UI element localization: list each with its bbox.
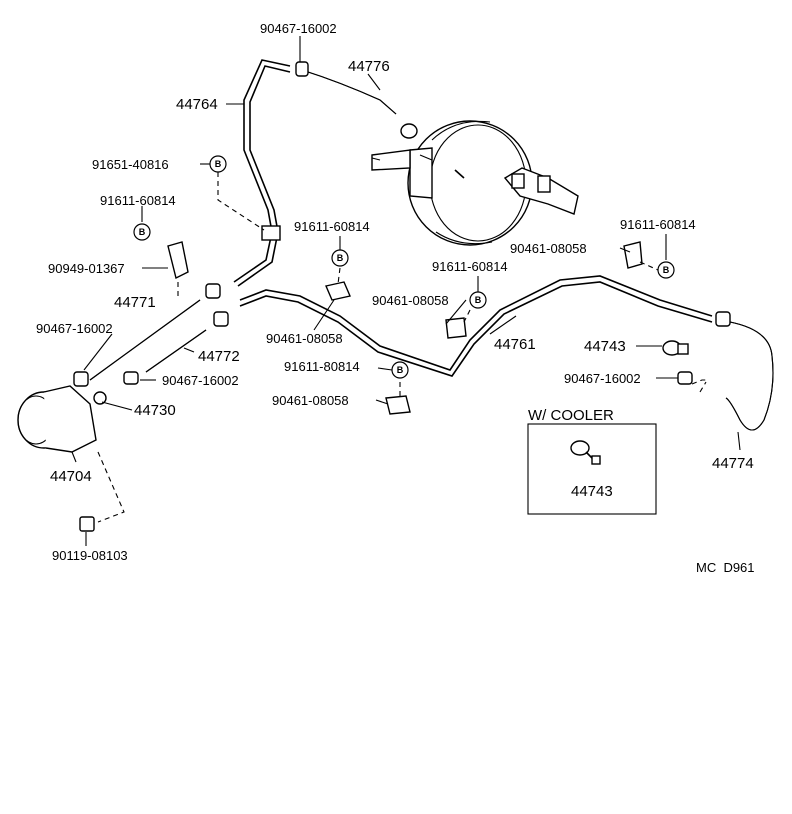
label-91611-60814-b: 91611-60814: [294, 219, 370, 234]
clips-90461-08058: [325, 241, 643, 415]
bolt-90119-08103: [79, 516, 95, 532]
label-90461-08058-b: 90461-08058: [372, 293, 449, 308]
cooler-inset: W/ COOLER 44743: [527, 407, 657, 515]
label-90119-08103: 90119-08103: [52, 548, 128, 563]
svg-text:B: B: [215, 159, 222, 169]
svg-text:B: B: [337, 253, 344, 263]
svg-text:B: B: [397, 365, 404, 375]
clamp-90467-16002-top: [295, 61, 309, 77]
label-44743: 44743: [584, 338, 626, 355]
pipe-44764: [233, 59, 291, 287]
pipe-44761: [239, 275, 713, 377]
cooler-title: W/ COOLER: [528, 407, 614, 424]
label-90467-16002-top: 90467-16002: [260, 21, 337, 36]
cooler-part-label: 44743: [571, 483, 613, 500]
label-91611-60814-d: 91611-60814: [620, 217, 696, 232]
check-valve-icon: [570, 440, 601, 465]
part-labels: 90467-16002 44776 44764 91651-40816 9161…: [36, 21, 755, 575]
hose-44771: [89, 283, 221, 381]
label-91611-80814: 91611-80814: [284, 359, 360, 374]
label-90949-01367: 90949-01367: [48, 261, 125, 276]
label-44776: 44776: [348, 58, 390, 75]
bolt-symbol-5: B: [391, 361, 409, 379]
bracket-90949-01367: [167, 241, 189, 280]
label-90461-08058-a: 90461-08058: [266, 331, 343, 346]
label-90467-16002-mid: 90467-16002: [162, 373, 239, 388]
label-44761: 44761: [494, 336, 536, 353]
label-90467-16002-left: 90467-16002: [36, 321, 113, 336]
label-44704: 44704: [50, 468, 92, 485]
hose-44772: [123, 311, 229, 385]
label-90467-16002-right: 90467-16002: [564, 371, 641, 386]
label-44764: 44764: [176, 96, 218, 113]
hose-44774: [715, 311, 774, 431]
label-44774: 44774: [712, 455, 754, 472]
label-90461-08058-c: 90461-08058: [272, 393, 349, 408]
leader-lines: [71, 36, 741, 546]
vacuum-pump-44704: [17, 371, 97, 453]
bolt-symbol-1: B: [209, 155, 227, 173]
label-44730: 44730: [134, 402, 176, 419]
label-90461-08058-d: 90461-08058: [510, 241, 587, 256]
label-44771: 44771: [114, 294, 156, 311]
svg-text:B: B: [663, 265, 670, 275]
bolt-symbol-2: B: [133, 223, 151, 241]
hose-44776: [301, 69, 418, 139]
bolt-symbols: B B B B B B: [133, 155, 675, 379]
label-91611-60814-a: 91611-60814: [100, 193, 176, 208]
bolt-symbol-4: B: [469, 291, 487, 309]
bolt-symbol-3: B: [331, 249, 349, 267]
svg-text:B: B: [475, 295, 482, 305]
union-44730: [93, 391, 107, 405]
brake-booster: [371, 120, 579, 246]
bolt-symbol-6: B: [657, 261, 675, 279]
diagram-code: MC D961: [696, 560, 755, 575]
label-44772: 44772: [198, 348, 240, 365]
label-91611-60814-c: 91611-60814: [432, 259, 508, 274]
label-91651-40816: 91651-40816: [92, 157, 169, 172]
svg-text:B: B: [139, 227, 146, 237]
